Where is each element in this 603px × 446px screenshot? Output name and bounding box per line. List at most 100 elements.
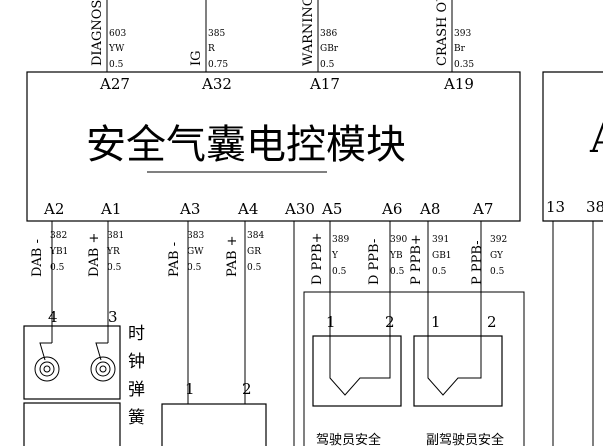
bottom-annot-dab-minus: DAB - 382 YB1 0.5 bbox=[30, 231, 68, 277]
top-wire-no-a27: 603 bbox=[109, 29, 126, 39]
driver-pretensioner-leads bbox=[329, 292, 391, 396]
pretensioner-outer-box bbox=[303, 291, 525, 446]
bottom-annot-dab-plus: DAB + 381 YR 0.5 bbox=[87, 231, 124, 277]
module-title: 安全气囊电控模块 bbox=[86, 122, 406, 168]
bottom-wire-no-p-ppb-minus: 392 bbox=[490, 235, 507, 245]
bottom-pin-label-a1: A1 bbox=[100, 200, 121, 218]
bottom-color-p-ppb-minus: GY bbox=[490, 251, 504, 261]
bottom-annot-pab-plus: PAB + 384 GR 0.5 bbox=[225, 231, 264, 277]
clock-spring-base bbox=[23, 402, 121, 446]
top-size-a17: 0.5 bbox=[320, 60, 335, 70]
bottom-signal-d-ppb-minus: D PPB- bbox=[367, 239, 382, 285]
clock-spring-char-3: 弹 bbox=[128, 380, 145, 400]
clock-spring-left-leg bbox=[39, 310, 53, 361]
clock-spring-connector-body bbox=[23, 325, 121, 400]
top-size-a32: 0.75 bbox=[208, 60, 228, 70]
bottom-wire-no-dab-minus: 382 bbox=[50, 231, 67, 241]
passenger-pretensioner-label: 副驾驶员安全 bbox=[426, 432, 504, 446]
bottom-signal-dab-minus: DAB - bbox=[30, 239, 45, 277]
terminal-circle-left-inner bbox=[43, 365, 51, 373]
bottom-pin-label-a7: A7 bbox=[472, 200, 493, 218]
top-wire-no-a32: 385 bbox=[208, 29, 225, 39]
bottom-pin-label-a6: A6 bbox=[381, 200, 402, 218]
top-pin-a32: IG 385 R 0.75 A32 bbox=[189, 0, 232, 93]
bottom-size-dab-plus: 0.5 bbox=[107, 263, 122, 273]
bottom-pin-label-a3: A3 bbox=[179, 200, 200, 218]
bottom-wire-no-dab-plus: 381 bbox=[107, 231, 124, 241]
bottom-signal-pab-plus: PAB + bbox=[225, 235, 240, 277]
pab-connector-box bbox=[161, 403, 267, 446]
top-size-a27: 0.5 bbox=[109, 60, 124, 70]
top-pin-a19: CRASH OUT 393 Br 0.35 A19 bbox=[435, 0, 474, 93]
terminal-circle-right-mid bbox=[95, 361, 111, 377]
bottom-size-pab-plus: 0.5 bbox=[247, 263, 262, 273]
top-color-a17: GBr bbox=[320, 44, 339, 54]
pab-connector: 1 2 bbox=[161, 380, 267, 446]
right-pin-13: 13 bbox=[546, 198, 565, 216]
clock-spring-connector: 4 3 时 钟 弹 簧 bbox=[23, 308, 145, 446]
bottom-size-p-ppb-plus: 0.5 bbox=[432, 267, 447, 277]
bottom-pin-label-a5: A5 bbox=[321, 200, 342, 218]
driver-pretensioner-label: 驾驶员安全 bbox=[316, 432, 381, 446]
terminal-circle-left-outer bbox=[34, 356, 60, 382]
bottom-wire-no-p-ppb-plus: 391 bbox=[432, 235, 449, 245]
bottom-wire-no-pab-minus: 383 bbox=[187, 231, 204, 241]
top-pin-label-a19: A19 bbox=[443, 75, 474, 93]
bottom-wire-no-d-ppb-minus: 390 bbox=[390, 235, 407, 245]
bottom-signal-pab-minus: PAB - bbox=[167, 242, 182, 277]
bottom-color-p-ppb-plus: GB1 bbox=[432, 251, 452, 261]
top-signal-a19: CRASH OUT bbox=[435, 0, 450, 66]
top-pin-label-a17: A17 bbox=[309, 75, 340, 93]
bottom-color-pab-plus: GR bbox=[247, 247, 261, 257]
bottom-annot-d-ppb-plus: D PPB+ 389 Y 0.5 bbox=[310, 233, 349, 286]
bottom-signal-p-ppb-plus: P PPB+ bbox=[409, 234, 424, 285]
right-module-box bbox=[542, 71, 603, 222]
clock-spring-pin-3: 3 bbox=[108, 308, 118, 326]
bottom-color-pab-minus: GW bbox=[187, 247, 204, 257]
passenger-pretensioner-leads bbox=[427, 292, 482, 396]
top-color-a32: R bbox=[208, 44, 215, 54]
driver-pretensioner: 1 2 驾驶员安全 bbox=[312, 292, 402, 446]
right-module-title: A bbox=[589, 116, 603, 162]
bottom-annot-p-ppb-plus: P PPB+ 391 GB1 0.5 bbox=[409, 234, 452, 285]
passenger-pretensioner: 1 2 副驾驶员安全 bbox=[413, 292, 504, 446]
bottom-pin-label-a2: A2 bbox=[43, 200, 64, 218]
terminal-circle-right-inner bbox=[99, 365, 107, 373]
clock-spring-char-2: 钟 bbox=[128, 352, 145, 372]
bottom-size-p-ppb-minus: 0.5 bbox=[490, 267, 505, 277]
clock-spring-char-4: 簧 bbox=[128, 408, 145, 428]
bottom-wire-no-pab-plus: 384 bbox=[247, 231, 264, 241]
top-signal-a32: IG bbox=[189, 50, 204, 66]
bottom-pin-label-a4: A4 bbox=[237, 200, 258, 218]
airbag-module-box bbox=[26, 71, 521, 222]
passenger-pin-1: 1 bbox=[431, 313, 441, 331]
bottom-color-d-ppb-minus: YB bbox=[389, 251, 403, 261]
bottom-signal-dab-plus: DAB + bbox=[87, 233, 102, 277]
bottom-signal-d-ppb-plus: D PPB+ bbox=[310, 233, 325, 286]
right-pin-38: 38 bbox=[586, 198, 603, 216]
clock-spring-pin-4: 4 bbox=[48, 308, 58, 326]
bottom-size-pab-minus: 0.5 bbox=[187, 263, 202, 273]
bottom-color-dab-minus: YB1 bbox=[49, 247, 68, 257]
top-wire-no-a19: 393 bbox=[454, 29, 471, 39]
bottom-signal-p-ppb-minus: P PPB- bbox=[470, 240, 485, 285]
terminal-circle-left-mid bbox=[39, 361, 55, 377]
bottom-pin-label-a8: A8 bbox=[419, 200, 440, 218]
top-pin-a27: DIAGNOSTI 603 YW 0.5 A27 bbox=[90, 0, 130, 93]
pab-pin-1: 1 bbox=[185, 380, 195, 398]
bottom-annot-pab-minus: PAB - 383 GW 0.5 bbox=[167, 231, 204, 277]
driver-pin-1: 1 bbox=[326, 313, 336, 331]
top-pin-a17: WARNING L 386 GBr 0.5 A17 bbox=[301, 0, 340, 93]
driver-pretensioner-box bbox=[312, 335, 402, 407]
bottom-wire-no-d-ppb-plus: 389 bbox=[332, 235, 349, 245]
top-pin-label-a32: A32 bbox=[201, 75, 232, 93]
bottom-color-dab-plus: YR bbox=[106, 247, 120, 257]
bottom-size-d-ppb-minus: 0.5 bbox=[390, 267, 405, 277]
top-signal-a27: DIAGNOSTI bbox=[90, 0, 105, 66]
bottom-pin-label-a30: A30 bbox=[284, 200, 315, 218]
passenger-pin-2: 2 bbox=[487, 313, 497, 331]
top-wire-no-a17: 386 bbox=[320, 29, 337, 39]
top-color-a19: Br bbox=[454, 44, 466, 54]
top-color-a27: YW bbox=[108, 44, 125, 54]
